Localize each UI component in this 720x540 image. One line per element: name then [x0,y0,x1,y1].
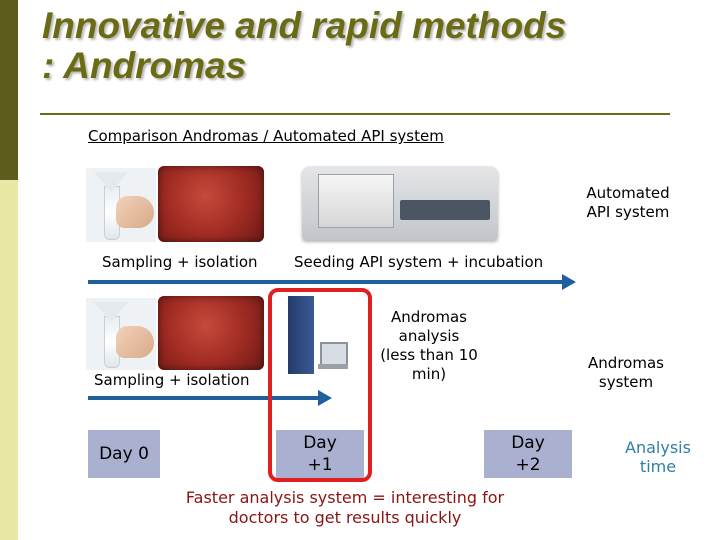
andromas-timeline-arrow-head [318,390,332,406]
andromas-analysis-line2: analysis [398,327,460,345]
day2-label-line2: +2 [515,455,541,475]
analysis-time-line2: time [639,457,677,476]
title-rule [40,113,670,115]
andromas-analysis-line1: Andromas [391,308,467,326]
day0-label: Day 0 [99,444,149,464]
api-step-sampling: Sampling + isolation [102,253,258,271]
day2-box: Day +2 [484,430,572,478]
conclusion-line1: Faster analysis system = interesting for [185,488,505,507]
andromas-keyboard [318,364,348,369]
slide-title-line1: Innovative and rapid methods [42,5,567,46]
slide-title: Innovative and rapid methods : Andromas [42,6,566,86]
api-timeline-arrow-head [562,274,576,290]
andromas-system-label-line1: Andromas [588,354,664,372]
andromas-highlight-box [268,288,372,482]
api-instrument-image [298,160,502,244]
sampling-photo-api [86,168,156,242]
andromas-cabinet [288,296,314,374]
conclusion-line2: doctors to get results quickly [228,508,462,527]
analysis-time-line1: Analysis [625,438,691,457]
slide-title-line2: : Andromas [42,45,247,86]
slide-subtitle: Comparison Andromas / Automated API syst… [88,127,444,145]
andromas-system-label: Andromas system [564,354,688,392]
api-timeline-arrow-line [88,280,564,284]
andromas-analysis-text: Andromas analysis (less than 10 min) [366,308,492,384]
swab-funnel [94,302,128,322]
api-system-label-line1: Automated [586,184,670,202]
side-bar-dark [0,0,18,180]
api-instrument-tray [400,200,490,220]
andromas-step-sampling: Sampling + isolation [94,371,250,389]
andromas-timeline-arrow-line [88,396,320,400]
day0-box: Day 0 [88,430,160,478]
api-system-label-line2: API system [586,203,670,221]
hand-image [116,326,154,358]
andromas-system-label-line2: system [598,373,654,391]
day1-box: Day +1 [276,430,364,478]
analysis-time-label: Analysis time [606,438,710,476]
andromas-analysis-line3: (less than 10 [380,346,478,364]
day1-label-line2: +1 [307,455,333,475]
agar-plate-andromas [158,296,264,370]
side-bar-light [0,180,18,540]
api-system-label: Automated API system [566,184,690,222]
andromas-instrument-image [284,294,354,378]
hand-image [116,196,154,228]
api-step-seeding: Seeding API system + incubation [294,253,544,271]
api-instrument-door [318,174,394,228]
day2-label-line1: Day [511,433,545,453]
andromas-analysis-line4: min) [411,365,447,383]
day1-label-line1: Day [303,433,337,453]
agar-plate-api [158,166,264,242]
conclusion-text: Faster analysis system = interesting for… [150,488,540,528]
andromas-monitor [320,342,348,366]
swab-funnel [94,172,128,192]
sampling-photo-andromas [86,298,156,370]
